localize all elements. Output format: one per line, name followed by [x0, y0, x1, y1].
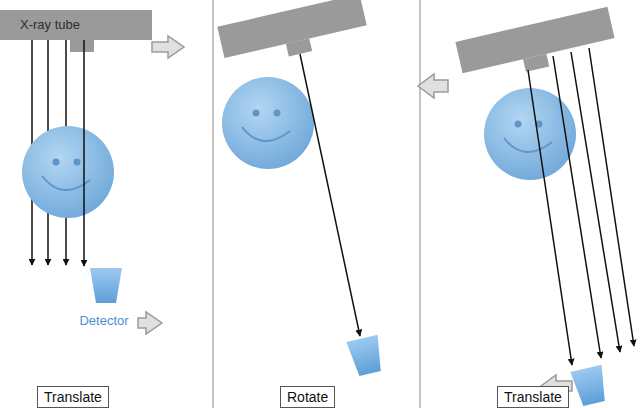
- detector-body: [346, 335, 385, 377]
- smile: [242, 127, 290, 141]
- smile: [42, 176, 90, 190]
- head-circle: [484, 88, 576, 180]
- patient-head: [484, 88, 576, 180]
- tube-body: [217, 0, 366, 58]
- detector-shape: [72, 267, 136, 305]
- eye: [253, 110, 260, 117]
- motion-arrow: [418, 74, 448, 98]
- step-label-box: Translate: [497, 386, 569, 408]
- smile: [504, 138, 552, 152]
- tube-nozzle: [523, 54, 549, 72]
- panel-divider: [212, 0, 214, 408]
- detector-label: Detector: [72, 313, 136, 329]
- x-ray-tube: [217, 0, 369, 71]
- detector-shape: [570, 365, 609, 407]
- step-label-box: Rotate: [280, 386, 335, 408]
- motion-arrow: [152, 36, 184, 58]
- eye: [53, 159, 60, 166]
- detector-shape: [346, 335, 385, 377]
- head-circle: [222, 77, 314, 169]
- step-label-box: Translate: [37, 386, 109, 408]
- step-label: Rotate: [287, 389, 328, 405]
- x-ray-beam: [553, 56, 601, 358]
- tube-nozzle: [70, 40, 94, 52]
- detector: Detector: [72, 267, 136, 329]
- x-ray-beam: [300, 54, 360, 336]
- x-ray-beam: [528, 70, 572, 365]
- x-ray-beams: [528, 48, 634, 365]
- eye: [74, 159, 81, 166]
- eye: [274, 110, 281, 117]
- x-ray-tube: X-ray tube: [0, 10, 152, 40]
- detector-body: [570, 365, 609, 407]
- step-label: Translate: [44, 389, 102, 405]
- patient-head: [22, 126, 114, 218]
- detector-body: [90, 268, 122, 303]
- eye: [515, 121, 522, 128]
- tube-nozzle: [286, 38, 312, 56]
- x-ray-beam: [83, 40, 85, 266]
- tube-label: X-ray tube: [0, 10, 152, 40]
- panel-divider: [419, 0, 421, 408]
- step-label: Translate: [504, 389, 562, 405]
- head-circle: [22, 126, 114, 218]
- motion-arrow: [138, 312, 162, 334]
- patient-head: [222, 77, 314, 169]
- x-ray-beam: [589, 48, 634, 346]
